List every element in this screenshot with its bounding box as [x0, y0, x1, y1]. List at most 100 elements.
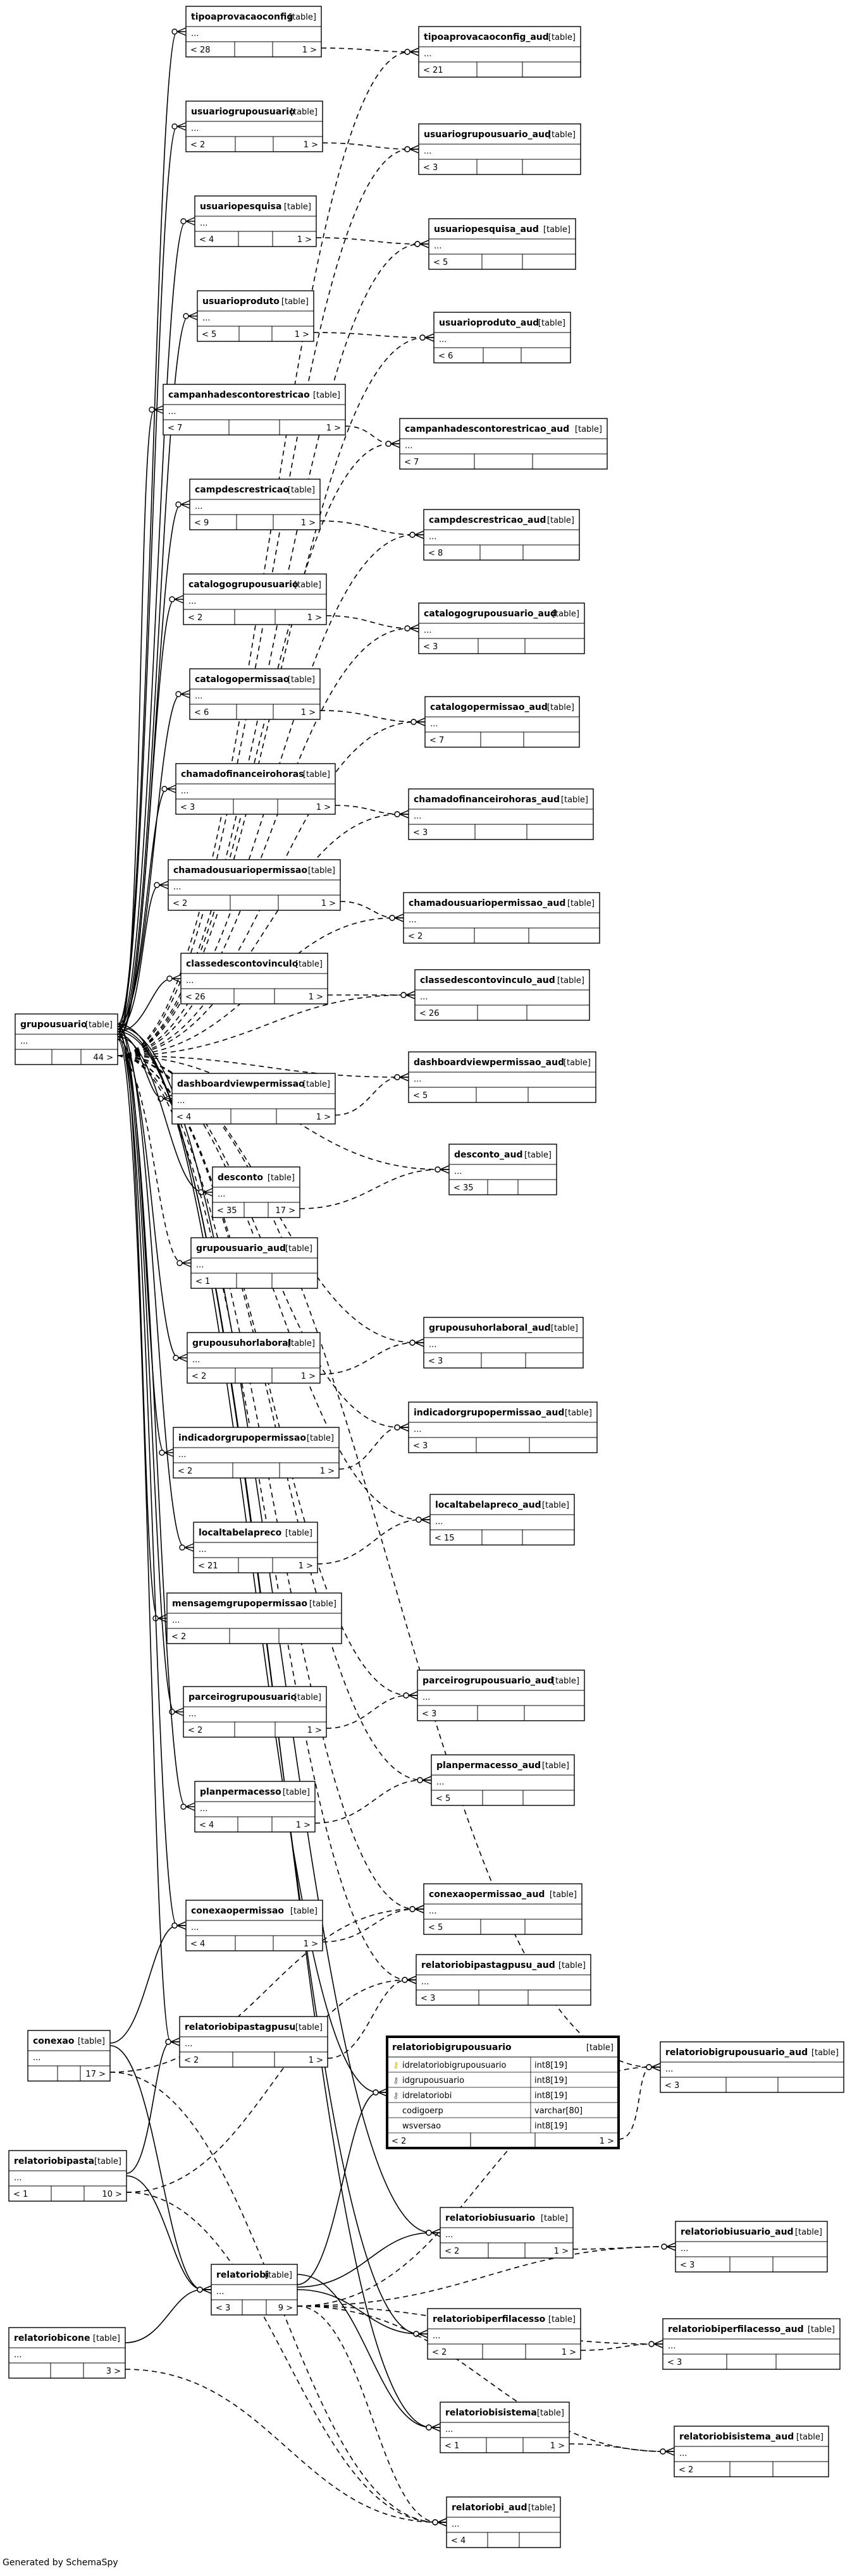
columns-collapsed: ... — [445, 2230, 453, 2240]
table-planpermacesso_aud[interactable]: planpermacesso_aud[table]...< 5 — [431, 1754, 575, 1806]
table-usuariogrupousuario_aud[interactable]: usuariogrupousuario_aud[table]...< 3 — [418, 123, 581, 175]
table-name: relatoriobi — [216, 2270, 269, 2280]
table-catalogogrupousuario_aud[interactable]: catalogogrupousuario_aud[table]...< 3 — [418, 602, 585, 654]
columns-collapsed: ... — [434, 241, 441, 251]
table-name: grupousuhorlaboral_aud — [429, 1323, 551, 1333]
table-relatoriobipastagpusu_aud[interactable]: relatoriobipastagpusu_aud[table]...< 3 — [416, 1954, 591, 2006]
table-frame — [418, 123, 581, 175]
table-relatoriobigrupousuario[interactable]: relatoriobigrupousuario[table]⚷idrelator… — [386, 2036, 620, 2149]
optional-marker — [404, 146, 410, 152]
table-grupousuario_aud[interactable]: grupousuario_aud[table]...< 1 — [190, 1237, 318, 1289]
table-dashboardviewpermissao_aud[interactable]: dashboardviewpermissao_aud[table]...< 5 — [408, 1051, 596, 1103]
table-frame — [418, 26, 581, 78]
table-usuariopesquisa_aud[interactable]: usuariopesquisa_aud[table]...< 5 — [428, 218, 576, 270]
table-localtabelapreco_aud[interactable]: localtabelapreco_aud[table]...< 15 — [429, 1494, 575, 1546]
table-relatoriobiusuario_aud[interactable]: relatoriobiusuario_aud[table]...< 3 — [675, 2221, 828, 2273]
optional-marker — [197, 2286, 203, 2293]
table-frame — [179, 2016, 328, 2068]
columns-collapsed: ... — [33, 2053, 40, 2063]
children-count: < 5 — [428, 1923, 443, 1932]
parents-count: 1 > — [301, 708, 316, 717]
table-indicadorgrupopermissao_aud[interactable]: indicadorgrupopermissao_aud[table]...< 3 — [408, 1401, 598, 1453]
table-relatoriobigrupousuario_aud[interactable]: relatoriobigrupousuario_aud[table]...< 3 — [660, 2041, 844, 2093]
table-frame — [193, 1522, 318, 1573]
columns-collapsed: ... — [452, 2520, 459, 2529]
table-relatoriobicone[interactable]: relatoriobicone[table]...3 > — [8, 2327, 126, 2379]
optional-marker — [171, 28, 178, 35]
table-tipoaprovacaoconfig_aud[interactable]: tipoaprovacaoconfig_aud[table]...< 21 — [418, 26, 581, 78]
table-tag: [table] — [288, 675, 315, 685]
table-name: chamadousuariopermissao — [173, 865, 307, 876]
table-chamadofinanceirohoras_aud[interactable]: chamadofinanceirohoras_aud[table]...< 3 — [408, 788, 594, 840]
table-frame — [168, 859, 341, 911]
table-name: campanhadescontorestricao_aud — [405, 424, 569, 434]
relationship-line — [297, 2274, 432, 2428]
children-count: < 4 — [451, 2536, 466, 2546]
table-parceirogrupousuario_aud[interactable]: parceirogrupousuario_aud[table]...< 3 — [417, 1670, 585, 1721]
table-campanhadescontorestricao_aud[interactable]: campanhadescontorestricao_aud[table]...<… — [399, 418, 608, 470]
optional-marker — [175, 501, 182, 508]
table-catalogopermissao_aud[interactable]: catalogopermissao_aud[table]...< 7 — [424, 696, 580, 748]
table-frame — [440, 2402, 570, 2453]
table-classedescontovinculo_aud[interactable]: classedescontovinculo_aud[table]...< 26 — [414, 969, 590, 1021]
table-grupousuario[interactable]: grupousuario[table]...44 > — [15, 1013, 118, 1065]
table-conexao[interactable]: conexao[table]...17 > — [27, 2030, 111, 2082]
table-campdescrestricao_aud[interactable]: campdescrestricao_aud[table]...< 8 — [423, 509, 580, 561]
table-frame — [428, 218, 576, 270]
children-count: < 5 — [436, 1794, 450, 1804]
table-usuarioproduto_aud[interactable]: usuarioproduto_aud[table]...< 6 — [433, 312, 571, 363]
table-relatoriobiperfilacesso_aud[interactable]: relatoriobiperfilacesso_aud[table]...< 3 — [662, 2318, 841, 2370]
parents-count: 1 > — [302, 46, 317, 55]
table-chamadousuariopermissao_aud[interactable]: chamadousuariopermissao_aud[table]...< 2 — [403, 892, 600, 944]
children-count: < 1 — [445, 2441, 459, 2451]
table-relatoriobi_aud[interactable]: relatoriobi_aud[table]...< 4 — [446, 2496, 561, 2548]
table-relatoriobisistema_aud[interactable]: relatoriobisistema_aud[table]...< 2 — [674, 2426, 829, 2477]
relationship-line — [117, 1031, 175, 1712]
table-conexaopermissao_aud[interactable]: conexaopermissao_aud[table]...< 5 — [423, 1883, 583, 1935]
table-tag: [table] — [265, 2271, 292, 2280]
columns-collapsed: ... — [177, 1096, 185, 1106]
optional-marker — [661, 2243, 667, 2250]
table-tag: [table] — [586, 2043, 614, 2053]
table-name: campdescrestricao_aud — [429, 515, 546, 525]
table-name: catalogogrupousuario — [188, 580, 299, 590]
table-mensagemgrupopermissao[interactable]: mensagemgrupopermissao[table]...< 2 — [166, 1592, 342, 1644]
table-frame — [429, 1494, 575, 1546]
generated-by-footer: Generated by SchemaSpy — [3, 2558, 118, 2568]
table-name: parceirogrupousuario — [188, 1692, 297, 1702]
table-grupousuhorlaboral_aud[interactable]: grupousuhorlaboral_aud[table]...< 3 — [423, 1317, 584, 1369]
children-count: < 7 — [429, 736, 444, 745]
children-count: < 6 — [438, 351, 453, 361]
table-frame — [423, 1883, 583, 1935]
table-name: mensagemgrupopermissao — [172, 1599, 307, 1609]
children-count: < 3 — [680, 2261, 694, 2270]
table-desconto_aud[interactable]: desconto_aud[table]...< 35 — [448, 1144, 557, 1195]
relationship-line — [117, 788, 168, 1027]
table-name: conexaopermissao — [191, 1906, 284, 1916]
